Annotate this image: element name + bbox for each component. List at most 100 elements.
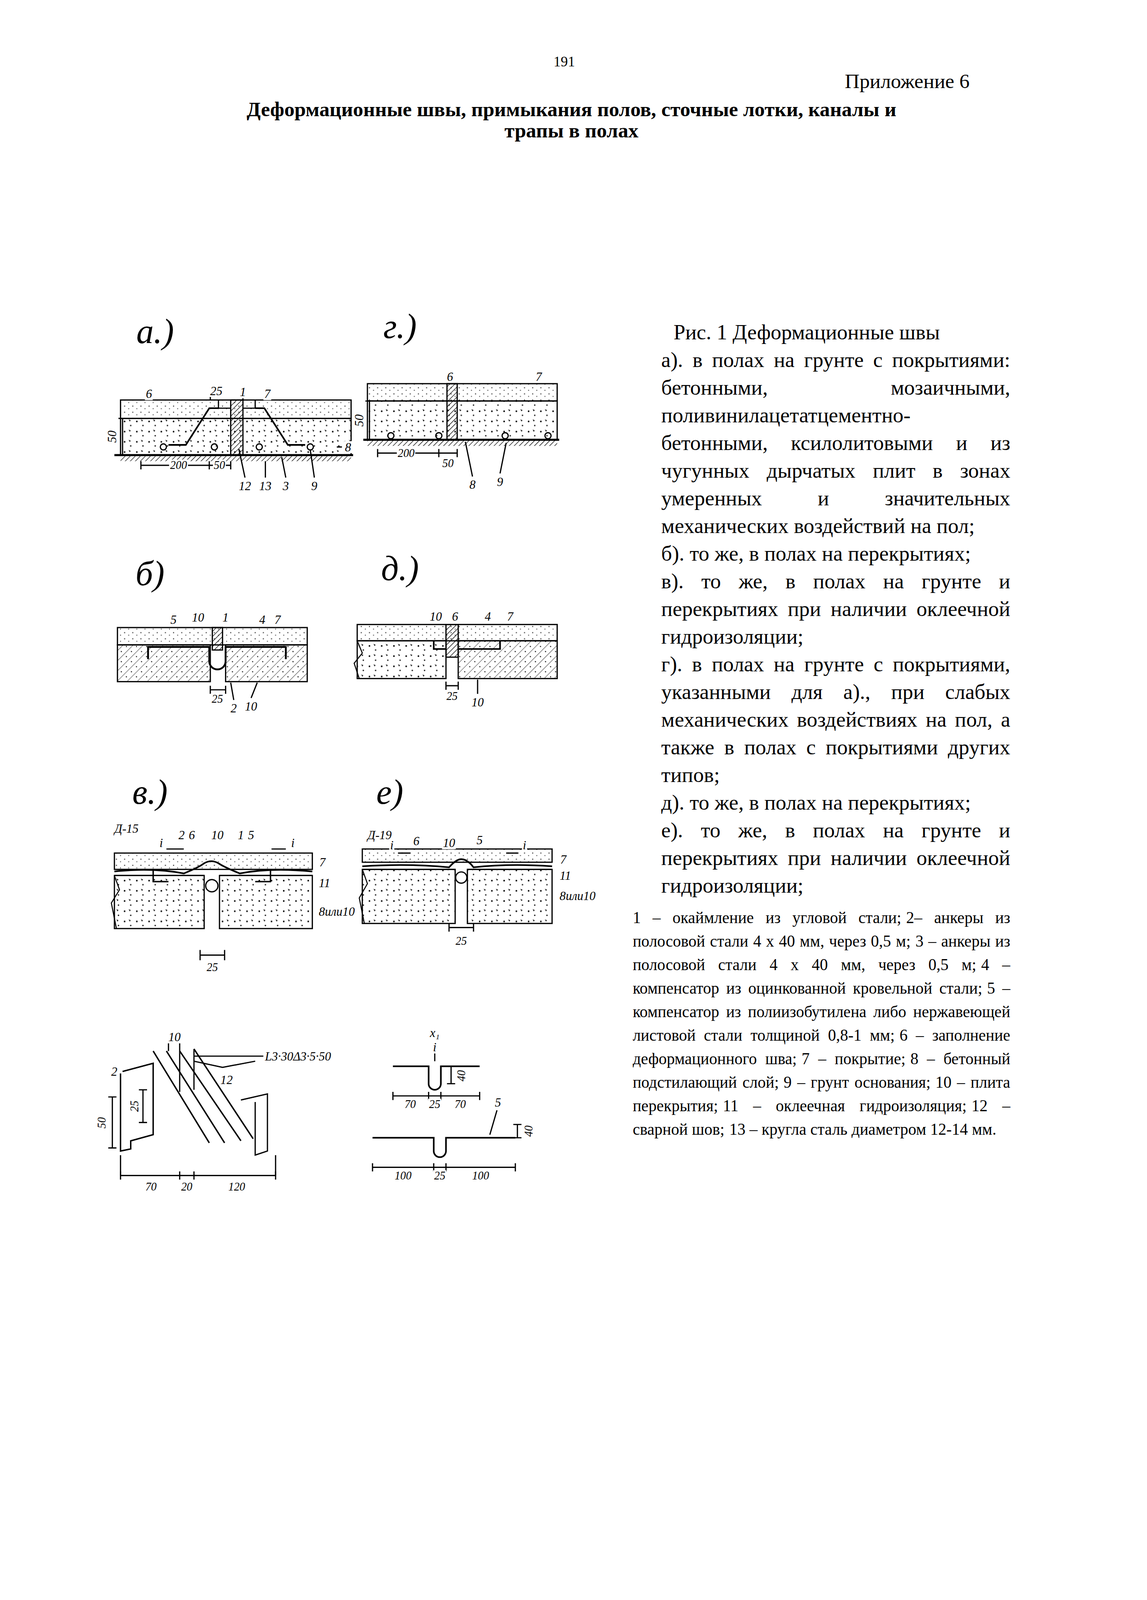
callout-number: 7 bbox=[559, 853, 568, 866]
key-list: 1 – окаймление из угловой стали;2– анкер… bbox=[632, 905, 1011, 1142]
figure-letter: е) bbox=[376, 774, 403, 810]
callout-number: 120 bbox=[227, 1181, 247, 1193]
page-header: 191 bbox=[553, 53, 575, 69]
callout-number: 25 bbox=[433, 1170, 447, 1182]
callout-number: 8или10 bbox=[317, 904, 356, 918]
callout-number: 10 bbox=[428, 610, 444, 623]
callout-number: 5 bbox=[169, 613, 178, 626]
callout-number: 10 bbox=[243, 699, 259, 713]
callout-number: 2 bbox=[229, 702, 238, 715]
callout-number: 7 bbox=[318, 856, 327, 869]
callout-number: 70 bbox=[403, 1098, 417, 1110]
callout-number: 8или10 bbox=[558, 889, 597, 903]
callout-number: 50 bbox=[441, 457, 455, 469]
callout-number: i bbox=[521, 839, 527, 852]
callout-number: 10 bbox=[190, 611, 206, 624]
key-item: 1 – окаймление из угловой стали; bbox=[632, 908, 902, 927]
callout-number: 4 bbox=[483, 610, 492, 623]
callout-number: 20 bbox=[180, 1181, 194, 1193]
callout-number: 7 bbox=[263, 387, 272, 401]
key-item: 13 – кругла сталь диаметром 12-14 мм. bbox=[729, 1120, 997, 1139]
callout-number: 4 bbox=[258, 613, 267, 626]
callout-number: 40 bbox=[522, 1123, 534, 1137]
callout-number: 6 bbox=[451, 610, 460, 623]
callout-number: 6 bbox=[412, 834, 420, 848]
callout-number: 70 bbox=[144, 1181, 158, 1193]
figure-letter: д.) bbox=[381, 550, 420, 586]
figure-description: е). то же, в полах на грунте и перекрыти… bbox=[632, 816, 1011, 900]
callout-number: 25 bbox=[205, 961, 219, 973]
callout-number: 50 bbox=[106, 429, 119, 444]
callout-number: 7 bbox=[506, 610, 515, 623]
callout-number: 8 bbox=[468, 478, 477, 491]
key-item: 9 – грунт основания; bbox=[783, 1073, 931, 1092]
callout-number: 50 bbox=[96, 1116, 108, 1130]
figure-description: а). в полах на грунте с покрытиями: бето… bbox=[632, 346, 1011, 540]
callout-number: 7 bbox=[534, 370, 543, 384]
callout-number: 200 bbox=[169, 459, 189, 471]
callout-number: 25 bbox=[210, 693, 224, 705]
figure-description: д). то же, в полах на перекрытиях; bbox=[632, 788, 1011, 817]
callout-number: 8 bbox=[343, 440, 352, 454]
callout-number: 10 bbox=[210, 828, 225, 841]
callout-number: i bbox=[290, 836, 296, 850]
callout-number: 50 bbox=[212, 459, 226, 471]
callout-number: 25 bbox=[428, 1098, 442, 1110]
callout-number: 5 bbox=[494, 1095, 503, 1109]
callout-number: 12 bbox=[219, 1073, 234, 1087]
callout-number: 10 bbox=[470, 696, 485, 709]
key-item: 11 – оклеечная гидроизоляция; bbox=[722, 1096, 967, 1115]
callout-number: 1 bbox=[236, 828, 245, 841]
callout-number: i bbox=[389, 839, 395, 852]
text-column: Рис. 1 Деформационные швыа). в полах на … bbox=[632, 318, 1011, 1142]
page-title: Деформационные швы, примыкания полов, ст… bbox=[234, 99, 909, 142]
callout-number: 70 bbox=[453, 1098, 467, 1110]
callout-number: Д-19 bbox=[366, 828, 393, 841]
callout-number: 10 bbox=[442, 836, 457, 850]
callout-number: 11 bbox=[318, 876, 332, 889]
callout-number: 1 bbox=[238, 385, 247, 399]
figure-description: г). в полах на грунте с покрытиями, указ… bbox=[632, 650, 1011, 789]
callout-number: 25 bbox=[129, 1099, 141, 1113]
callout-number: 13 bbox=[258, 479, 273, 492]
callout-number: i bbox=[158, 836, 164, 850]
callout-number: 7 bbox=[273, 613, 282, 626]
figure-description: б). то же, в полах на перекрытиях; bbox=[632, 539, 1011, 568]
callout-number: 200 bbox=[396, 447, 416, 459]
callout-number: 100 bbox=[471, 1170, 491, 1182]
callout-number: L3·30Δ3·5·50 bbox=[264, 1050, 332, 1063]
key-item: 7 – покрытие; bbox=[801, 1049, 906, 1068]
callout-number: 6 bbox=[145, 387, 154, 401]
callout-number: 25 bbox=[209, 384, 224, 397]
callout-number: 10 bbox=[167, 1030, 182, 1044]
callout-number: 6 bbox=[188, 828, 196, 841]
callout-number: 9 bbox=[310, 479, 319, 492]
callout-number: i bbox=[431, 1040, 438, 1054]
callout-number: 50 bbox=[353, 413, 366, 428]
callout-number: 5 bbox=[247, 828, 255, 841]
figure-letter: г.) bbox=[383, 309, 417, 344]
callout-number: 1 bbox=[221, 611, 230, 624]
callout-number: 2 bbox=[177, 828, 186, 841]
callout-number: 11 bbox=[558, 869, 573, 882]
callout-number: Д-15 bbox=[113, 822, 140, 835]
callout-number: 6 bbox=[446, 370, 455, 384]
callout-number: x₁ bbox=[428, 1026, 441, 1040]
callout-number: 2 bbox=[110, 1065, 119, 1078]
page-header: Приложение 6 bbox=[844, 71, 970, 92]
callout-number: 100 bbox=[393, 1170, 413, 1182]
callout-number: 25 bbox=[445, 690, 459, 702]
figure-caption: Рис. 1 Деформационные швы bbox=[632, 318, 1011, 347]
figure-letter: а.) bbox=[136, 314, 175, 349]
callout-number: 9 bbox=[496, 475, 504, 489]
callout-number: 12 bbox=[237, 479, 253, 492]
callout-number: 3 bbox=[281, 479, 290, 492]
figure-description: в). то же, в полах на грунте и перекрыти… bbox=[632, 567, 1011, 651]
figure-letter: в.) bbox=[132, 774, 168, 810]
figure-letter: б) bbox=[135, 555, 165, 591]
callout-number: 40 bbox=[455, 1069, 467, 1082]
callout-number: 25 bbox=[454, 935, 468, 947]
callout-number: 5 bbox=[475, 833, 484, 846]
